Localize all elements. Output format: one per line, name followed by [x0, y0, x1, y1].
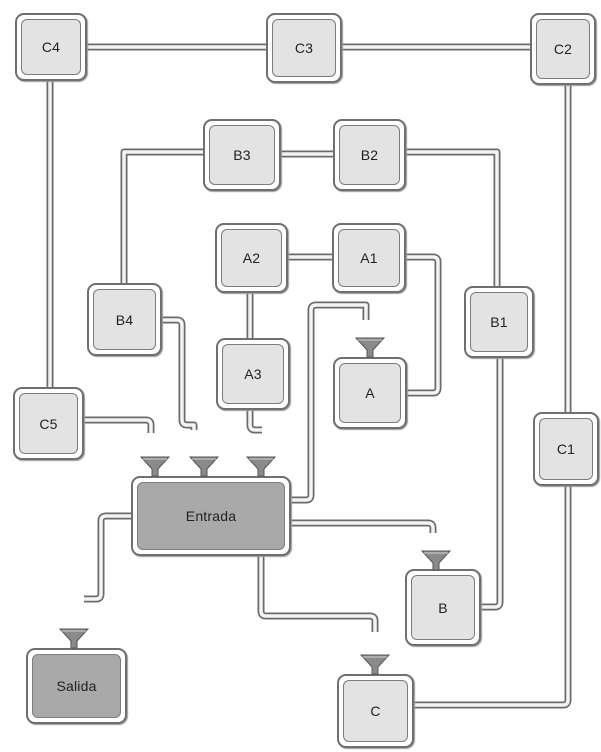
node-b3-label: B3 — [209, 125, 275, 185]
pipe-c1-c-core — [414, 486, 570, 707]
node-c4-label: C4 — [21, 19, 81, 75]
pipe-b3-b4-core — [122, 150, 203, 283]
node-c-label: C — [343, 680, 408, 742]
funnel-icon — [188, 456, 220, 477]
node-salida: Salida — [26, 648, 127, 724]
node-c1: C1 — [533, 412, 599, 486]
node-a3: A3 — [216, 338, 290, 410]
node-salida-label: Salida — [32, 654, 121, 718]
node-c1-label: C1 — [539, 418, 593, 480]
node-a2-label: A2 — [221, 229, 282, 287]
node-b4-label: B4 — [93, 289, 156, 350]
node-c2-label: C2 — [536, 19, 590, 79]
pipe-entrada-a-core — [291, 303, 368, 502]
node-b2: B2 — [333, 119, 406, 191]
node-c5: C5 — [13, 387, 84, 460]
node-b3: B3 — [203, 119, 281, 191]
node-a: A — [333, 357, 407, 429]
funnel-icon — [58, 628, 90, 649]
funnel-icon — [420, 550, 452, 571]
node-a-label: A — [339, 363, 401, 423]
pipe-entrada-salida-core — [84, 514, 131, 601]
node-b1: B1 — [464, 286, 534, 358]
node-c2: C2 — [530, 13, 596, 85]
node-c3-label: C3 — [272, 19, 336, 77]
pipe-a1-a-core — [406, 255, 440, 395]
node-b: B — [405, 569, 481, 646]
node-b-label: B — [411, 575, 475, 640]
pipe-b1-b-core — [481, 358, 502, 609]
pipe-b4-outlet-core — [162, 318, 196, 430]
funnel-icon — [359, 654, 391, 675]
node-c4: C4 — [15, 13, 87, 81]
node-c3: C3 — [266, 13, 342, 83]
node-c: C — [337, 674, 414, 748]
pipe-a3-outlet-core — [248, 410, 262, 432]
node-b2-label: B2 — [339, 125, 400, 185]
pipe-entrada-c-core — [259, 556, 377, 632]
node-a3-label: A3 — [222, 344, 284, 404]
node-b4: B4 — [87, 283, 162, 356]
pipe-entrada-b-core — [291, 521, 435, 533]
funnel-icon — [139, 456, 171, 477]
pipe-c5-outlet-core — [84, 418, 153, 433]
node-c5-label: C5 — [19, 393, 78, 454]
funnel-icon — [354, 337, 386, 358]
node-a1: A1 — [332, 223, 406, 293]
pipe-b2-b1-core — [406, 150, 499, 286]
node-entrada: Entrada — [131, 476, 291, 556]
funnel-icon — [245, 456, 277, 477]
node-entrada-label: Entrada — [137, 482, 285, 550]
node-a2: A2 — [215, 223, 288, 293]
node-b1-label: B1 — [470, 292, 528, 352]
node-a1-label: A1 — [338, 229, 400, 287]
